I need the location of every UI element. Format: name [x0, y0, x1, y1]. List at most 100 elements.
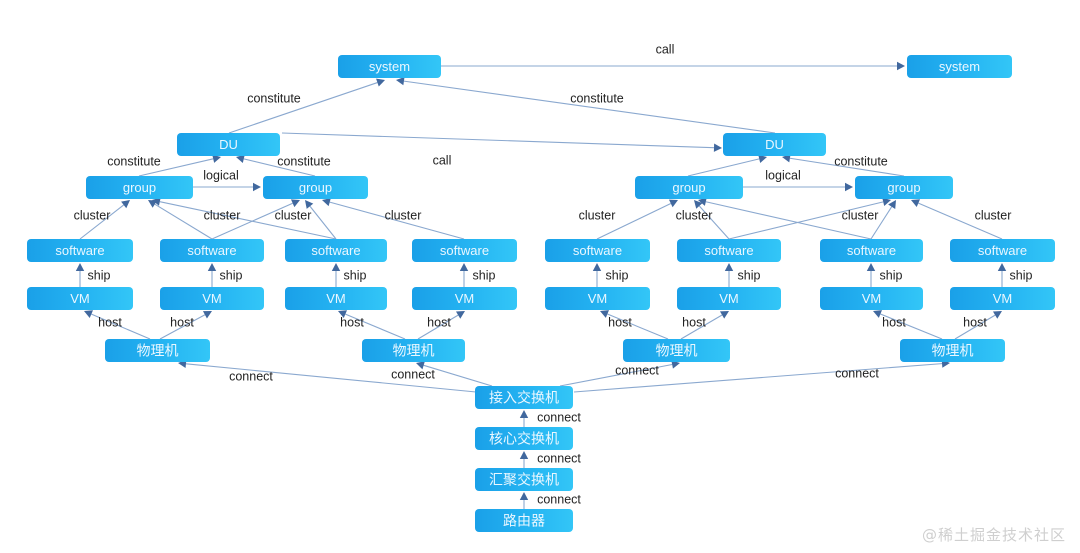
node-vm_3[interactable]: VM	[285, 287, 387, 310]
node-box[interactable]	[362, 339, 465, 362]
node-host_3[interactable]: 物理机	[623, 339, 730, 362]
arrowhead-icon	[236, 154, 245, 163]
node-grp_2[interactable]: group	[263, 176, 368, 199]
node-box[interactable]	[86, 176, 193, 199]
node-vm_7[interactable]: VM	[820, 287, 923, 310]
node-host_2[interactable]: 物理机	[362, 339, 465, 362]
node-du_l[interactable]: DU	[177, 133, 280, 156]
node-box[interactable]	[855, 176, 953, 199]
node-box[interactable]	[285, 287, 387, 310]
node-label: software	[978, 243, 1027, 258]
edge-connector	[441, 61, 905, 71]
node-box[interactable]	[475, 509, 573, 532]
node-label: 核心交换机	[489, 431, 559, 448]
edge-label: logical	[765, 168, 800, 182]
node-box[interactable]	[475, 427, 573, 450]
node-box[interactable]	[677, 239, 781, 262]
edge-line	[228, 82, 378, 134]
node-sw_8[interactable]: software	[950, 239, 1055, 262]
node-sw_2[interactable]: software	[160, 239, 264, 262]
edge-connector	[338, 310, 406, 340]
edge-line	[154, 203, 213, 240]
node-vm_5[interactable]: VM	[545, 287, 650, 310]
node-sw_7[interactable]: software	[820, 239, 923, 262]
edge-line	[954, 314, 996, 340]
node-sys_r[interactable]: system	[907, 55, 1012, 78]
node-sw_6[interactable]: software	[677, 239, 781, 262]
node-label: VM	[202, 291, 222, 306]
edge-label: connect	[537, 492, 581, 506]
node-box[interactable]	[338, 55, 441, 78]
node-acc_sw[interactable]: 接入交换机	[475, 386, 573, 409]
node-box[interactable]	[475, 386, 573, 409]
arrowhead-icon	[992, 311, 1002, 319]
node-box[interactable]	[545, 239, 650, 262]
node-label: VM	[719, 291, 739, 306]
edge-connector	[694, 200, 730, 240]
node-du_r[interactable]: DU	[723, 133, 826, 156]
node-sw_5[interactable]: software	[545, 239, 650, 262]
edge-label: host	[340, 315, 364, 329]
edge-label: host	[963, 315, 987, 329]
node-label: software	[440, 243, 489, 258]
node-box[interactable]	[160, 287, 264, 310]
node-box[interactable]	[105, 339, 210, 362]
node-vm_4[interactable]: VM	[412, 287, 517, 310]
node-box[interactable]	[27, 287, 133, 310]
node-box[interactable]	[900, 339, 1005, 362]
node-label: group	[299, 180, 332, 195]
node-box[interactable]	[820, 239, 923, 262]
watermark: @稀土掘金技术社区	[921, 526, 1066, 544]
edge-line	[573, 363, 943, 393]
node-box[interactable]	[177, 133, 280, 156]
node-sw_3[interactable]: software	[285, 239, 387, 262]
node-grp_3[interactable]: group	[635, 176, 743, 199]
node-box[interactable]	[412, 287, 517, 310]
node-grp_4[interactable]: group	[855, 176, 953, 199]
node-box[interactable]	[950, 239, 1055, 262]
edge-label: constitute	[834, 154, 888, 168]
node-box[interactable]	[285, 239, 387, 262]
node-box[interactable]	[263, 176, 368, 199]
node-box[interactable]	[907, 55, 1012, 78]
arrowhead-icon	[212, 154, 221, 163]
edge-label: connect	[537, 410, 581, 424]
edge-label: connect	[229, 369, 273, 383]
node-box[interactable]	[160, 239, 264, 262]
node-host_4[interactable]: 物理机	[900, 339, 1005, 362]
node-host_1[interactable]: 物理机	[105, 339, 210, 362]
node-sw_4[interactable]: software	[412, 239, 517, 262]
node-grp_1[interactable]: group	[86, 176, 193, 199]
node-vm_2[interactable]: VM	[160, 287, 264, 310]
edge-connector	[75, 263, 85, 287]
edge-connector	[680, 311, 729, 340]
node-sw_1[interactable]: software	[27, 239, 133, 262]
node-box[interactable]	[677, 287, 781, 310]
arrowhead-icon	[207, 263, 217, 271]
node-label: 物理机	[932, 344, 974, 360]
edge-label: cluster	[842, 208, 879, 222]
edge-connector	[207, 263, 217, 287]
node-vm_8[interactable]: VM	[950, 287, 1055, 310]
node-box[interactable]	[623, 339, 730, 362]
node-label: 物理机	[137, 344, 179, 360]
node-box[interactable]	[545, 287, 650, 310]
node-box[interactable]	[27, 239, 133, 262]
node-label: VM	[993, 291, 1013, 306]
node-vm_1[interactable]: VM	[27, 287, 133, 310]
node-box[interactable]	[475, 468, 573, 491]
node-core_sw[interactable]: 核心交换机	[475, 427, 573, 450]
node-box[interactable]	[950, 287, 1055, 310]
node-box[interactable]	[412, 239, 517, 262]
node-vm_6[interactable]: VM	[677, 287, 781, 310]
node-label: group	[887, 180, 920, 195]
node-sys_l[interactable]: system	[338, 55, 441, 78]
node-box[interactable]	[635, 176, 743, 199]
node-agg_sw[interactable]: 汇聚交换机	[475, 468, 573, 491]
node-router[interactable]: 路由器	[475, 509, 573, 532]
node-box[interactable]	[723, 133, 826, 156]
node-box[interactable]	[820, 287, 923, 310]
edge-connector	[236, 154, 316, 177]
edge-line	[870, 206, 893, 240]
edges-layer	[75, 61, 1007, 509]
